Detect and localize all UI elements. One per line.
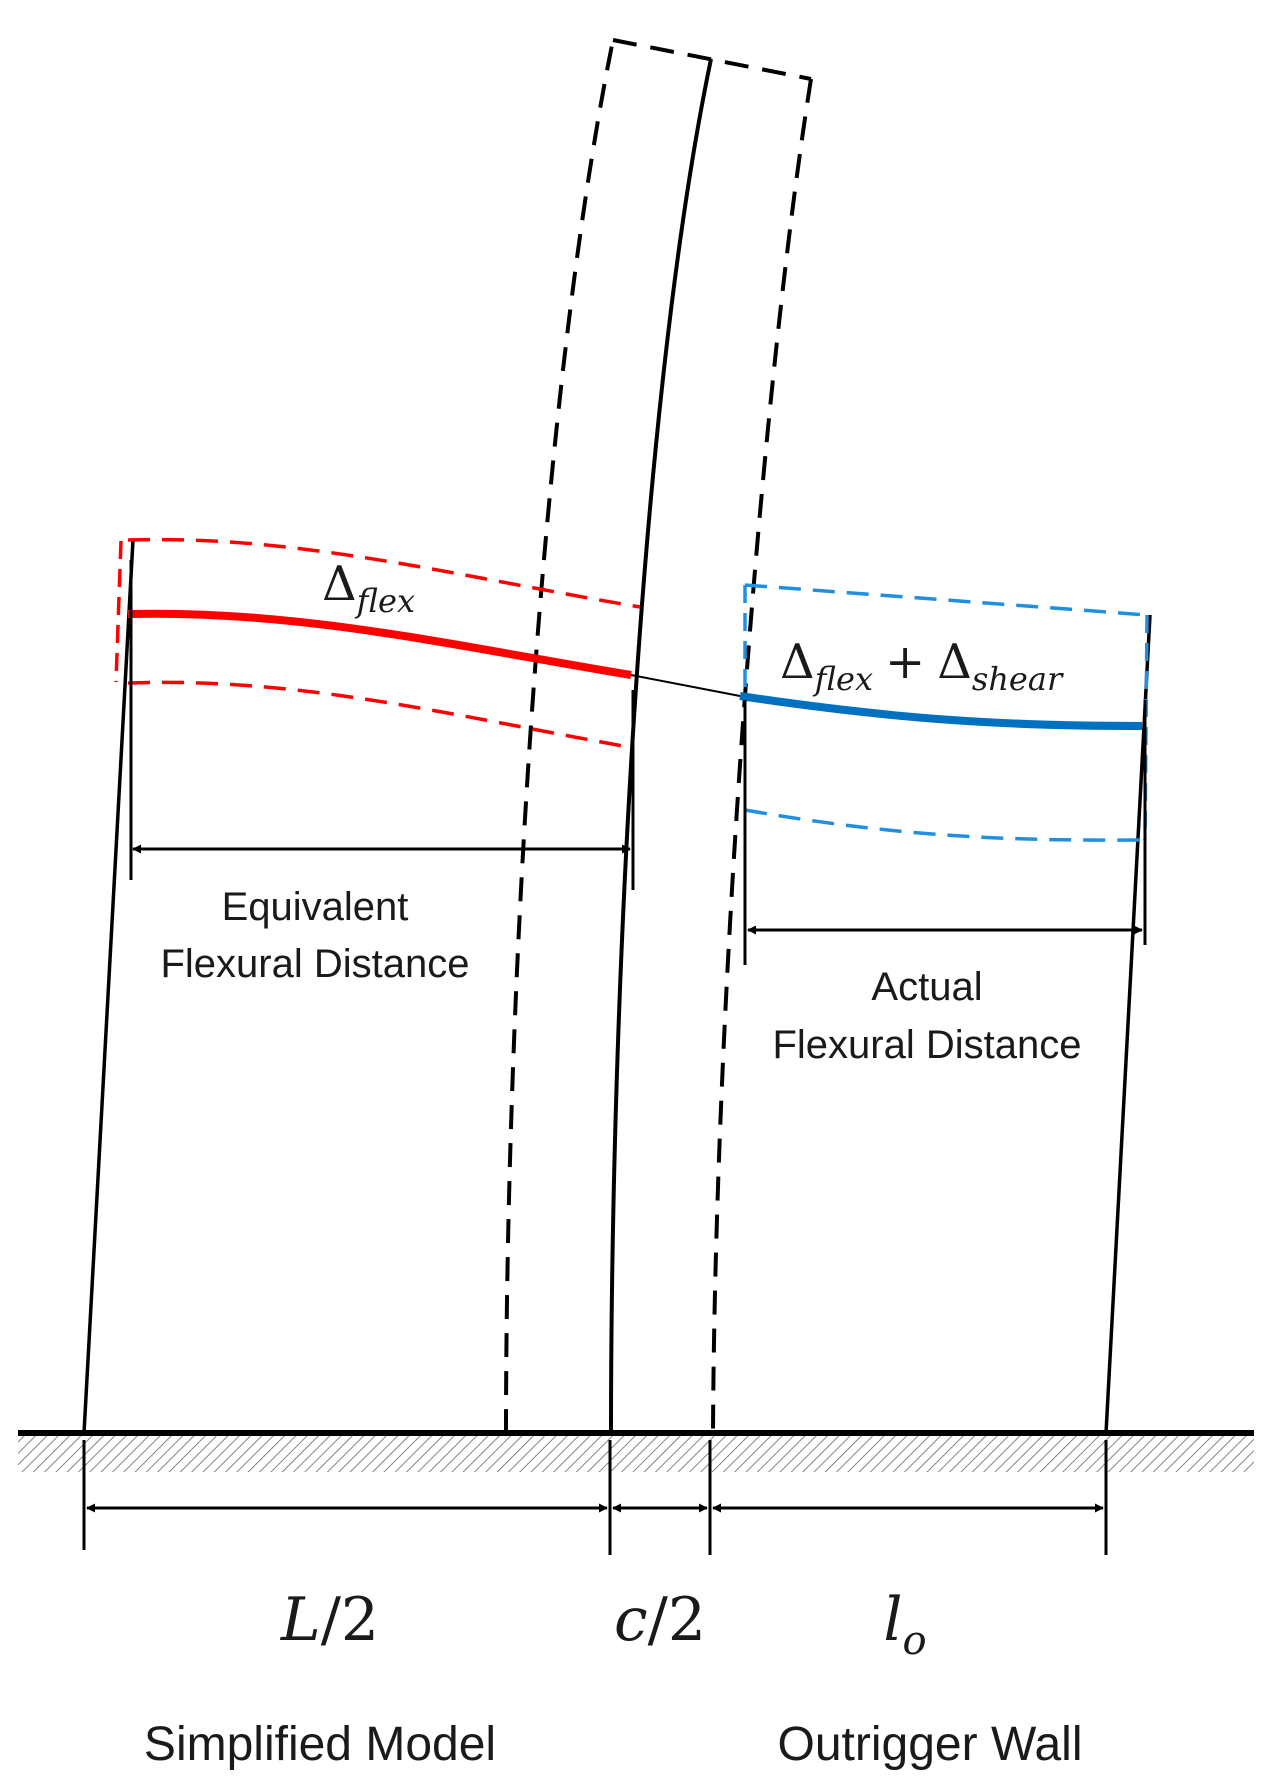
left-column [82,539,135,1434]
blue-flex-curve [739,692,1143,730]
core-wall [504,38,813,1434]
actual-label-line2: Flexural Distance [772,1023,1081,1067]
actual-label-line1: Actual [871,965,982,1009]
red-dashed-top [127,537,641,609]
ground-hatch [18,1434,1254,1472]
delta-flex-plus-shear-label: Δflex+Δshear [780,634,1064,698]
core-wall-left-edge [504,39,615,1434]
core-wall-right-edge [711,78,813,1434]
core-wall-top-edge [612,38,812,81]
outrigger-wall-beam [739,583,1149,842]
red-dashed-bottom [127,680,635,750]
outrigger-wall-caption: Outrigger Wall [778,1718,1083,1771]
red-dashed-left-end [114,540,123,683]
equivalent-label-line1: Equivalent [222,885,409,929]
core-centerline [609,58,713,1434]
dim-lo-label: lo [883,1585,926,1664]
blue-dashed-top [744,583,1148,617]
equivalent-label-line2: Flexural Distance [160,942,469,986]
blue-dashed-bottom [744,808,1146,842]
simplified-model-caption: Simplified Model [144,1718,496,1771]
red-flex-curve [127,609,632,679]
dim-c2-label: c/2 [614,1585,706,1655]
dim-L2-label: L/2 [280,1585,379,1655]
delta-flex-label: Δflex [322,556,415,620]
witness-lines [82,560,1147,1555]
connector-line [630,674,741,697]
right-column [1104,614,1152,1434]
dimension-arrows [86,844,1143,1513]
equivalent-outrigger [114,537,641,750]
